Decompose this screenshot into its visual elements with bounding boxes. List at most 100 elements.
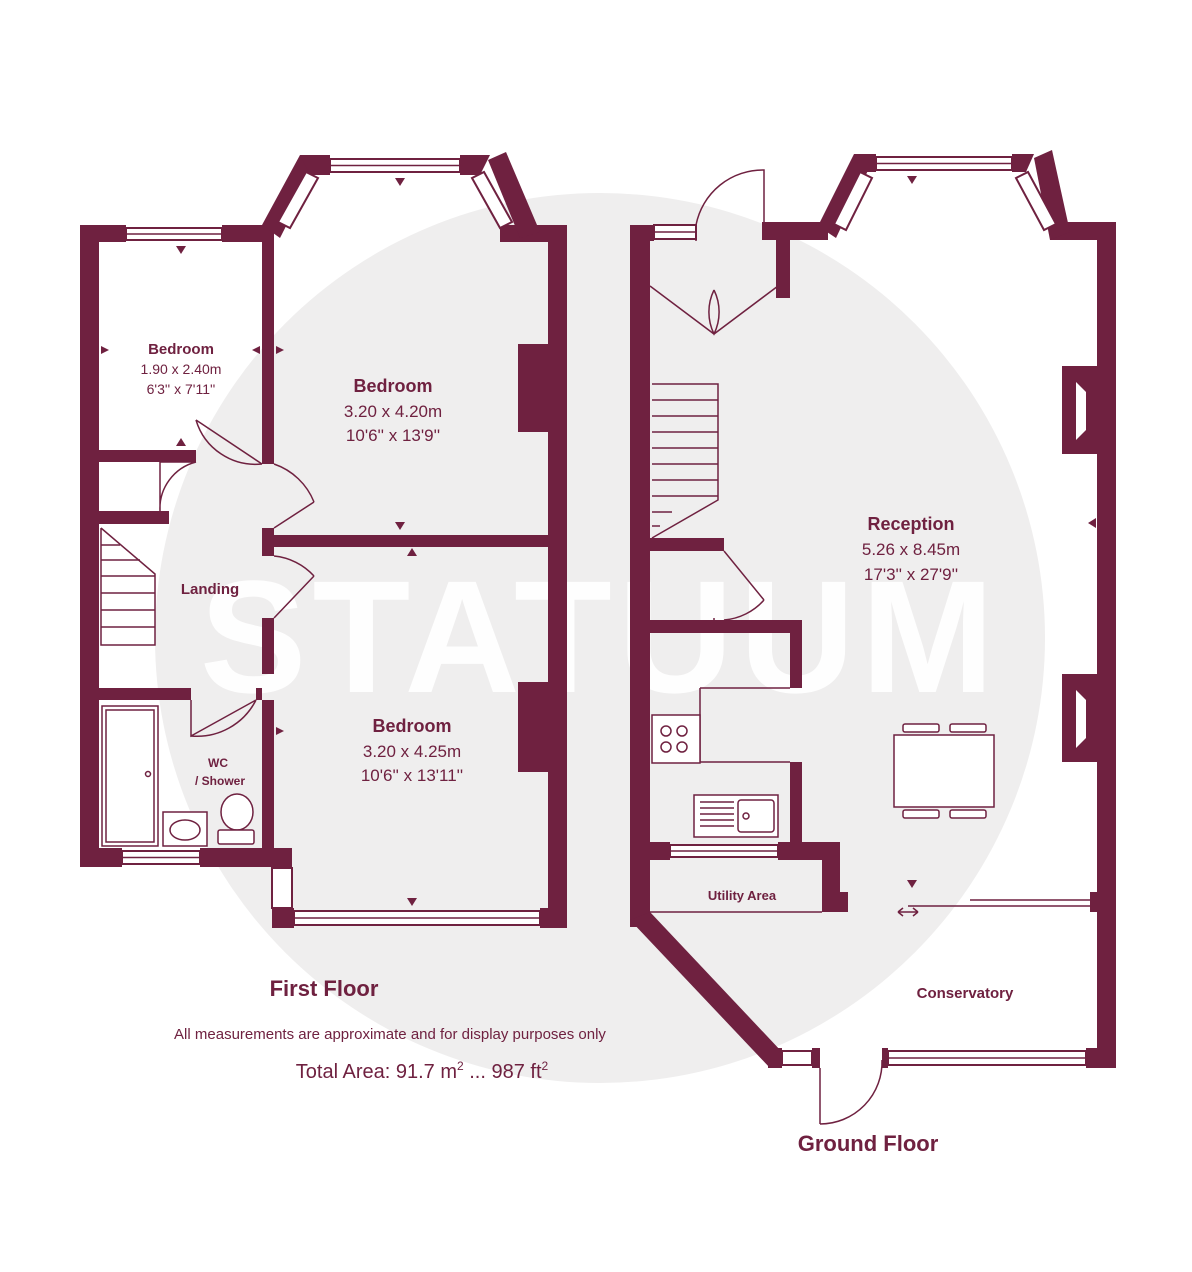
staircase: [651, 383, 719, 539]
wall: [630, 225, 650, 927]
room-dimension-metric: 5.26 x 8.45m: [862, 540, 960, 559]
toilet-cistern: [217, 829, 255, 845]
wall: [80, 848, 122, 867]
total-area: Total Area: 91.7 m2 ... 987 ft2: [296, 1059, 549, 1083]
window: [271, 867, 293, 909]
bay-wall: [1034, 150, 1070, 240]
wall: [548, 225, 567, 928]
wall: [80, 225, 126, 242]
bay-wall: [854, 154, 876, 172]
hob-ring: [676, 725, 688, 737]
chair: [902, 723, 940, 733]
wall: [762, 222, 828, 240]
bay-wall: [1012, 154, 1034, 172]
shower-drain: [144, 770, 152, 778]
window: [1014, 170, 1058, 232]
watermark-text: STATUUM: [200, 547, 1000, 726]
wall: [790, 620, 802, 688]
window: [781, 1050, 813, 1066]
room-dimension-imperial: 17'3'' x 27'9'': [864, 565, 958, 584]
wall: [99, 511, 169, 524]
wall: [274, 535, 550, 547]
room-dimension-metric: 3.20 x 4.25m: [363, 742, 461, 761]
door: [273, 463, 315, 529]
wall: [200, 848, 292, 867]
wall: [262, 238, 274, 464]
wall: [99, 450, 196, 462]
wall: [262, 700, 274, 850]
wall: [822, 842, 840, 912]
room-name: Bedroom: [353, 376, 432, 396]
wall: [256, 688, 262, 700]
wall: [272, 908, 294, 928]
door: [190, 699, 257, 738]
floor-title: Ground Floor: [798, 1131, 939, 1156]
door: [723, 550, 765, 621]
wall: [630, 225, 654, 241]
floor-title: First Floor: [270, 976, 379, 1001]
wall: [768, 1048, 782, 1068]
wall: [262, 618, 274, 674]
bay-wall: [300, 155, 330, 175]
room-name: Bedroom: [372, 716, 451, 736]
room-dimension-imperial: 10'6'' x 13'9'': [346, 426, 440, 445]
window: [470, 170, 514, 230]
room-name: Landing: [181, 581, 239, 598]
room-name: Utility Area: [708, 888, 777, 903]
wall: [272, 848, 292, 868]
wall: [262, 528, 274, 556]
wall: [99, 688, 191, 700]
first-floor-plan: Bedroom 1.90 x 2.40m 6'3'' x 7'11'' Bedr…: [80, 152, 567, 928]
chair: [949, 809, 987, 819]
room-dimension-metric: 3.20 x 4.20m: [344, 402, 442, 421]
hob-ring: [660, 725, 672, 737]
wall: [630, 912, 782, 1068]
chimney-breast: [518, 344, 550, 432]
wall: [1097, 222, 1116, 1068]
wall: [650, 842, 670, 860]
disclaimer: All measurements are approximate and for…: [174, 1026, 606, 1043]
bay-wall: [460, 155, 490, 175]
watermark: STATUUM: [155, 193, 1045, 1083]
wall: [650, 620, 802, 633]
door: [273, 555, 315, 619]
door: [159, 461, 197, 512]
door: [695, 169, 765, 241]
ground-floor-plan: Reception 5.26 x 8.45m 17'3'' x 27'9'' U…: [630, 150, 1116, 1125]
hob: [651, 714, 701, 764]
room-name: Reception: [867, 514, 954, 534]
wall: [836, 892, 848, 912]
room-name: Conservatory: [917, 985, 1014, 1002]
window: [276, 170, 320, 230]
room-dimension-imperial: 6'3'' x 7'11'': [147, 381, 216, 397]
sink-basin: [169, 819, 201, 841]
wall: [650, 538, 724, 551]
wall: [882, 1048, 888, 1068]
chair: [949, 723, 987, 733]
wall: [80, 225, 99, 867]
chair: [902, 809, 940, 819]
door: [819, 1059, 883, 1125]
kitchen-sink-drain: [742, 812, 750, 820]
door: [195, 419, 263, 466]
kitchen-sink-bowl: [737, 799, 775, 833]
room-dimension-metric: 1.90 x 2.40m: [141, 361, 222, 377]
wall: [776, 222, 790, 298]
hob-ring: [660, 741, 672, 753]
hob-ring: [676, 741, 688, 753]
wall: [222, 225, 274, 242]
wall: [790, 762, 802, 842]
wall: [1090, 892, 1098, 912]
window: [832, 170, 874, 232]
bay-wall: [488, 152, 540, 238]
room-dimension-imperial: 10'6'' x 13'11'': [361, 766, 463, 785]
staircase: [100, 527, 156, 646]
room-name: WC: [208, 756, 228, 770]
wall: [812, 1048, 820, 1068]
dining-table: [893, 734, 995, 808]
toilet-bowl: [220, 793, 254, 831]
room-name: / Shower: [195, 774, 245, 788]
room-name: Bedroom: [148, 341, 214, 358]
door: [649, 285, 779, 336]
